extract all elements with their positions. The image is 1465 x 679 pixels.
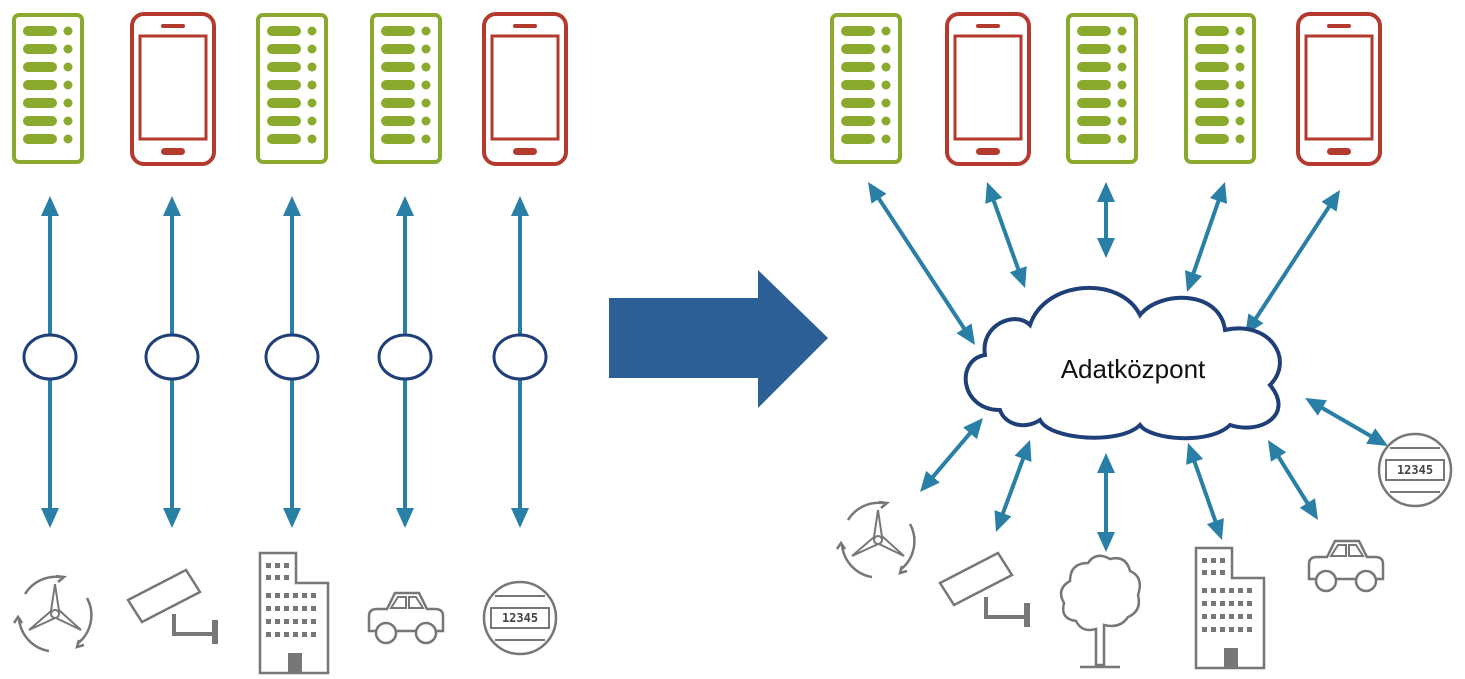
phone-icon (130, 12, 216, 166)
meter-digits: 12345 (502, 611, 538, 625)
server-icon (256, 13, 328, 164)
building-icon (258, 551, 330, 675)
double-arrow (1186, 443, 1224, 540)
camera-icon (126, 568, 220, 646)
server-icon (1184, 13, 1256, 164)
double-arrow (1245, 190, 1340, 335)
cloud-shape (963, 285, 1282, 441)
hub-node (22, 333, 78, 381)
double-arrow (920, 418, 983, 492)
double-arrow (1268, 440, 1318, 520)
meter-icon: 12345 (482, 580, 558, 656)
double-arrow (985, 182, 1027, 288)
right-bottom-devices: 12345 (835, 432, 1453, 670)
hub-node (144, 333, 200, 381)
car-icon (1307, 539, 1385, 593)
building-icon (1194, 546, 1266, 670)
server-icon (370, 13, 442, 164)
server-icon (12, 13, 84, 164)
double-arrow (1097, 182, 1115, 258)
server-icon (1066, 13, 1138, 164)
tree-icon (1059, 554, 1142, 669)
cloud-label: Adatközpont (1061, 354, 1206, 384)
phone-icon (1296, 12, 1382, 166)
hub-node (264, 333, 320, 381)
phone-icon (482, 12, 568, 166)
camera-icon (938, 551, 1032, 629)
double-arrow (994, 440, 1032, 532)
right-top-devices (830, 12, 1382, 166)
meter-icon: 12345 (1377, 432, 1453, 508)
wind-turbine-icon (835, 500, 916, 579)
double-arrow (1097, 453, 1115, 552)
transition-arrow (609, 270, 828, 408)
double-arrow (1185, 182, 1227, 292)
hub-node (492, 333, 548, 381)
meter-digits: 12345 (1397, 463, 1433, 477)
left-top-devices (12, 12, 568, 166)
wind-turbine-icon (12, 574, 93, 653)
car-icon (367, 591, 445, 645)
left-hubs (22, 333, 548, 381)
left-bottom-devices: 12345 (12, 551, 558, 675)
data-center-cloud: Adatközpont (963, 285, 1282, 441)
server-icon (830, 13, 902, 164)
double-arrow (1305, 398, 1388, 446)
phone-icon (945, 12, 1031, 166)
hub-node (377, 333, 433, 381)
double-arrow (868, 182, 975, 345)
